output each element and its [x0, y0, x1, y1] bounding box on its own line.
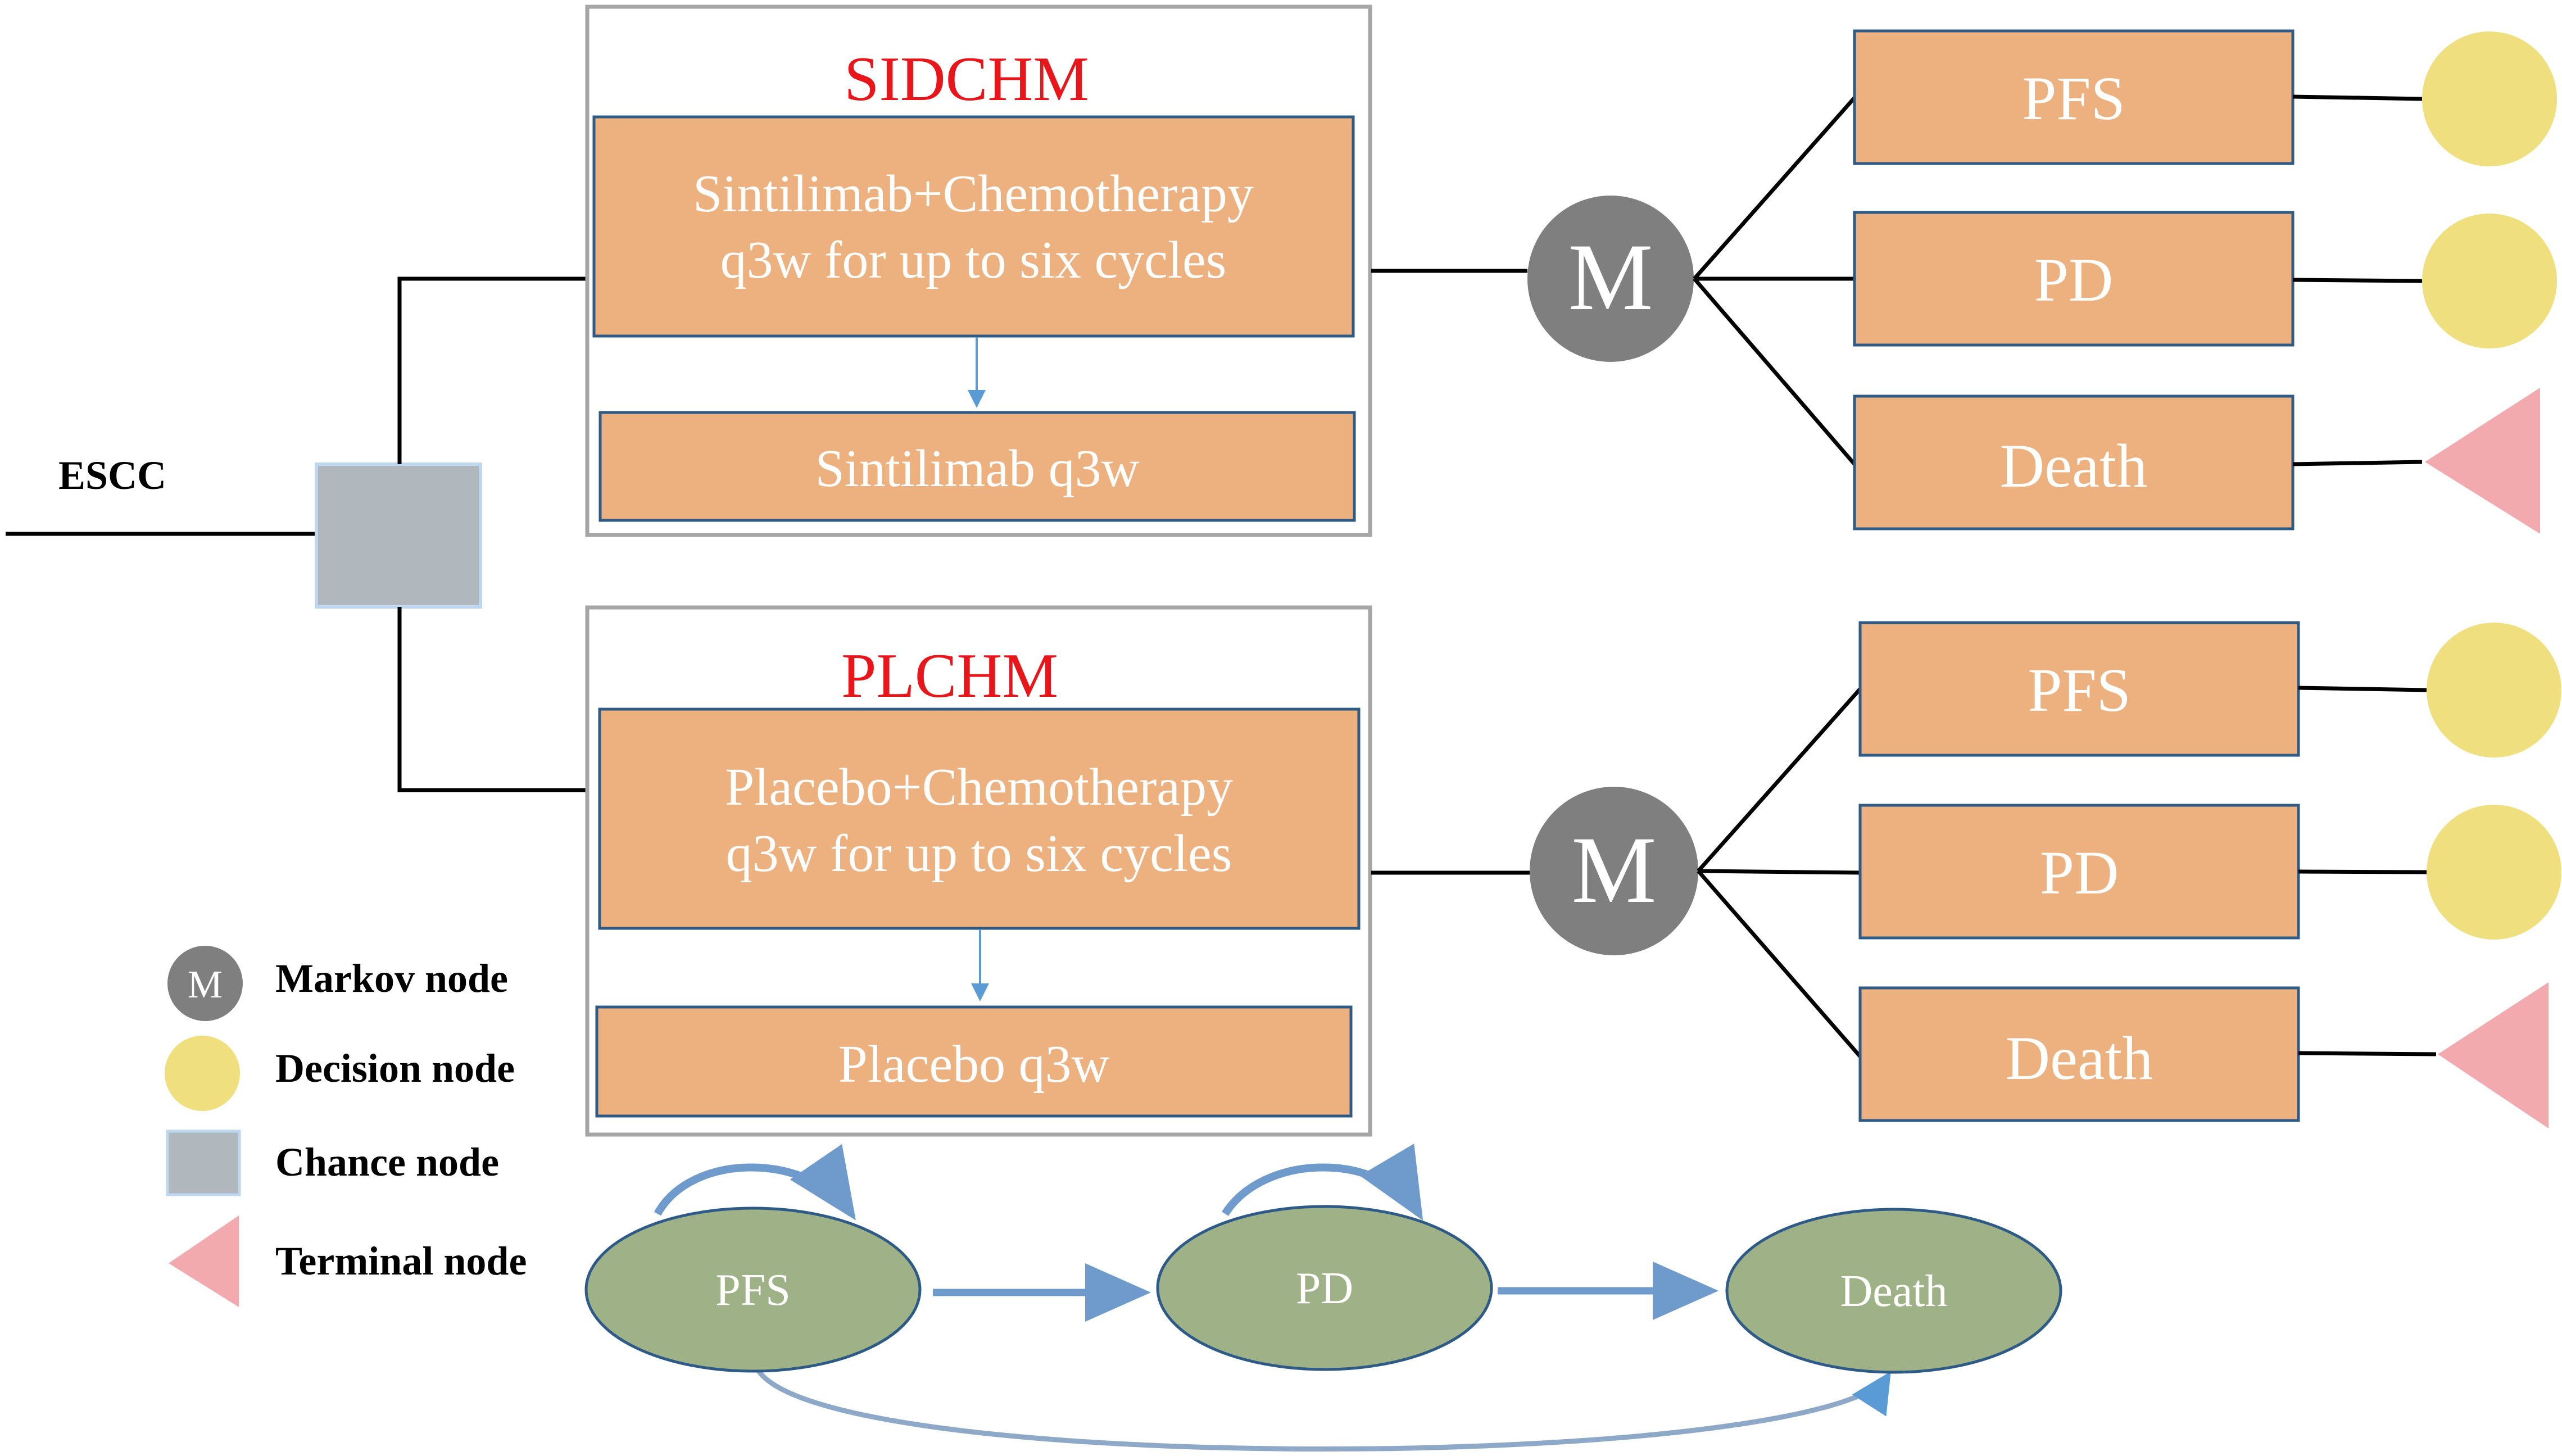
- decision-node-pfs: [2427, 623, 2561, 758]
- maintenance-box: [598, 411, 1356, 522]
- markov-to-pfs-line: [1693, 96, 1856, 280]
- state-box-pd: [1858, 804, 2300, 940]
- root-label: ESCC: [58, 453, 166, 498]
- state-label-pd: PD: [2034, 246, 2114, 314]
- induction-text-line2: q3w for up to six cycles: [726, 824, 1232, 883]
- state-label-death: Death: [2000, 432, 2148, 500]
- legend-chance-icon: [166, 1130, 241, 1196]
- state-box-death: [1853, 394, 2295, 530]
- induction-text-line1: Sintilimab+Chemotherapy: [693, 165, 1254, 223]
- markov-node: [1530, 787, 1698, 955]
- pd-self-loop-arrow: [1222, 1144, 1423, 1221]
- pfs-to-death-curve-arrow: [753, 1364, 1891, 1452]
- decision-node-pd: [2422, 214, 2557, 348]
- state-box-death: [1858, 986, 2300, 1122]
- induction-text-line1: Placebo+Chemotherapy: [725, 758, 1233, 817]
- arm-title: PLCHM: [841, 641, 1058, 711]
- state-box-pfs: [1858, 621, 2300, 757]
- decision-node-pd: [2427, 805, 2561, 940]
- death-to-terminal-line: [2292, 460, 2423, 466]
- arm-sidchm: SIDCHM Sintilimab+Chemotherapy q3w for u…: [585, 4, 2557, 537]
- pfs-to-decision-line: [2298, 686, 2427, 692]
- state-label-pd: PD: [2040, 838, 2119, 907]
- terminal-node-death: [2438, 982, 2549, 1128]
- legend-decision-label: Decision node: [275, 1046, 515, 1091]
- state-label-death: Death: [2006, 1024, 2153, 1092]
- branch-line-lower: [397, 607, 587, 792]
- induction-box: [598, 707, 1361, 930]
- legend-markov-symbol: M: [188, 963, 223, 1006]
- pfs-self-loop-arrow: [654, 1144, 856, 1221]
- markov-to-death-line: [1697, 869, 1862, 1058]
- induction-box: [592, 115, 1355, 338]
- terminal-node-death: [2425, 388, 2540, 534]
- arm-title: SIDCHM: [844, 44, 1089, 114]
- legend-terminal-label: Terminal node: [275, 1239, 527, 1283]
- induction-text-line2: q3w for up to six cycles: [720, 231, 1227, 289]
- markov-node-label: M: [1568, 224, 1653, 330]
- state-ellipse-pfs: [584, 1206, 922, 1373]
- pfs-to-decision-line: [2292, 94, 2423, 101]
- state-transition-diagram: PFS PD Death: [584, 1144, 2062, 1452]
- maintenance-text: Placebo q3w: [838, 1035, 1110, 1094]
- state-label-pfs: PFS: [2022, 64, 2125, 133]
- state-label-pfs: PFS: [2028, 656, 2131, 724]
- markov-to-pd-line: [1698, 869, 1861, 875]
- state-box-pd: [1853, 211, 2295, 347]
- markov-node-label: M: [1571, 817, 1656, 923]
- markov-to-pfs-line: [1697, 687, 1862, 873]
- state-ellipse-death: [1725, 1208, 2062, 1374]
- legend-decision-icon: [165, 1036, 240, 1111]
- chance-node-root: [315, 462, 482, 609]
- legend: M Markov node Decision node Chance node …: [165, 946, 527, 1307]
- pd-to-decision-line: [2292, 278, 2423, 283]
- legend-chance-label: Chance node: [275, 1140, 499, 1185]
- maintenance-text: Sintilimab q3w: [815, 439, 1139, 498]
- death-to-terminal-line: [2298, 1051, 2437, 1056]
- legend-markov-icon: [167, 946, 243, 1021]
- state-ellipse-label-pfs: PFS: [715, 1266, 790, 1315]
- branch-line-upper: [397, 276, 587, 464]
- arm-plchm: PLCHM Placebo+Chemotherapy q3w for up to…: [585, 605, 2561, 1137]
- legend-terminal-icon: [169, 1215, 239, 1307]
- state-ellipse-pd: [1156, 1205, 1493, 1371]
- decision-node-pfs: [2422, 31, 2557, 166]
- maintenance-box: [595, 1005, 1353, 1118]
- markov-to-death-line: [1693, 277, 1856, 466]
- state-box-pfs: [1853, 29, 2295, 165]
- markov-node: [1527, 196, 1694, 362]
- state-ellipse-label-death: Death: [1840, 1267, 1947, 1316]
- legend-markov-label: Markov node: [275, 956, 508, 1001]
- state-ellipse-label-pd: PD: [1296, 1264, 1353, 1313]
